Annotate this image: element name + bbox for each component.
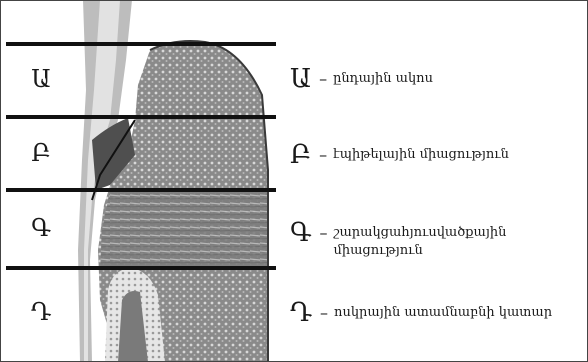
legend-item-g: Գ – շարակցահյուսվածքային միացություն — [290, 220, 582, 260]
legend-item-d: Դ – ոսկրային ատամնաբնի կատար — [290, 300, 582, 326]
legend-dash: – — [319, 66, 327, 92]
legend-letter: Դ — [290, 300, 312, 326]
legend-item-b: Բ – էպիթելային միացություն — [290, 142, 582, 168]
legend-dash: – — [319, 142, 327, 168]
legend-dash: – — [320, 300, 328, 326]
legend-letter: Բ — [290, 142, 311, 168]
legend-label: էպիթելային միացություն — [333, 142, 509, 164]
band-letter-g: Գ — [6, 216, 76, 240]
legend-label: շարակցահյուսվածքային միացություն — [333, 220, 582, 260]
legend-letter: Ա — [290, 66, 311, 92]
band-letter-a: Ա — [6, 67, 76, 91]
legend-dash: – — [319, 220, 327, 246]
legend-label: ոսկրային ատամնաբնի կատար — [334, 300, 552, 322]
connective-tissue — [100, 190, 268, 270]
legend-letter: Գ — [290, 220, 311, 246]
legend-item-a: Ա – ընդային ակոս — [290, 66, 582, 92]
band-letter-d: Դ — [6, 300, 76, 324]
band-letter-b: Բ — [6, 141, 76, 165]
legend-label: ընդային ակոս — [333, 66, 433, 88]
